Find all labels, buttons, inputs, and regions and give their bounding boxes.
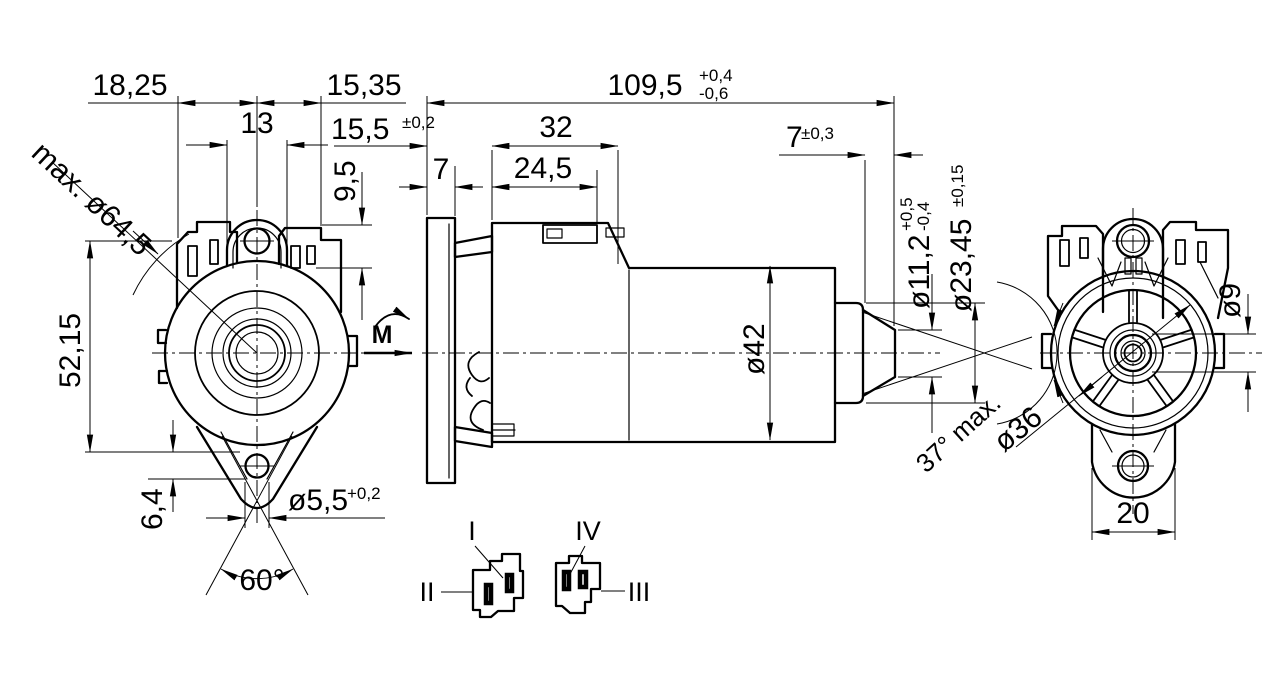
connector-plug-left	[471, 552, 525, 619]
dim-hole-dia-label: ø5,5	[288, 484, 348, 517]
front-housing-outline	[163, 259, 351, 447]
angle-60-arc	[220, 568, 294, 581]
dim-length-tol-plus: +0,4	[699, 66, 733, 85]
rear-bottom-hole	[1116, 449, 1150, 483]
rear-bottom-tab	[1090, 422, 1177, 499]
dim-9-5-label: 9,5	[329, 160, 362, 202]
bearing-boss	[833, 301, 865, 405]
rear-face-plate	[1068, 288, 1198, 418]
terminal-4-pin	[561, 569, 572, 592]
dim-bore-dia-label: ø9	[1214, 283, 1247, 318]
rear-top-ear	[1101, 217, 1165, 278]
housing-nubs	[156, 328, 359, 385]
rear-right-connector	[1161, 220, 1230, 320]
rear-left-connector	[1046, 224, 1105, 314]
terminal-4-label: IV	[575, 516, 601, 546]
front-top-ear	[225, 218, 289, 268]
lower-bracket	[453, 425, 494, 449]
terminal-3-label: III	[628, 577, 651, 607]
dim-hole-tol-label: +0,2	[347, 484, 381, 503]
angle-37-lines	[861, 311, 1033, 395]
spoke	[1128, 290, 1138, 323]
dim-15-5-tol: ±0,2	[402, 113, 435, 132]
mounting-flange	[425, 216, 457, 485]
front-left-connector	[175, 220, 239, 310]
dim-boss-dia-label: ø23,45	[945, 219, 978, 312]
dim-13-label: 13	[240, 107, 273, 140]
connector-plug-right	[554, 554, 602, 615]
dim-length-label: 109,5	[607, 69, 682, 102]
terminal-2-pin	[483, 582, 494, 606]
front-view: 18,25 15,35 13 9,5 max. ø64,5 52,15 6,4 …	[25, 69, 406, 597]
rear-top-hole	[1115, 223, 1151, 259]
shaft-taper	[861, 308, 897, 398]
front-right-connector	[277, 226, 343, 314]
connector-opening	[542, 224, 598, 244]
side-view: M 109,5 +0,4 -0,6 15,5 ±0,2 32 7 24,5 7 …	[331, 66, 1064, 485]
connector-detail: I II IV III	[419, 516, 651, 619]
upper-bracket	[453, 234, 494, 259]
dim-shaft-tip-dia-label: ø11,2	[903, 235, 936, 310]
dim-52-15-label: 52,15	[54, 313, 87, 388]
front-top-hole	[243, 227, 271, 255]
dim-angle-60-label: 60°	[239, 564, 284, 597]
dim-max-swing-label: max. ø64,5	[25, 136, 157, 262]
dim-shaft-7-label: 7	[786, 121, 803, 154]
dim-24-5-label: 24,5	[514, 152, 572, 185]
angle-60-lines	[205, 435, 309, 596]
torque-label: M	[372, 321, 393, 349]
dim-6-4-label: 6,4	[136, 488, 169, 530]
gear-housing-and-can	[490, 221, 837, 444]
dim-shaft-7-tol: ±0,3	[801, 124, 834, 143]
dim-tab-width-label: 20	[1116, 497, 1149, 530]
max-swing-arc	[132, 233, 190, 296]
rear-housing-outline	[1049, 269, 1217, 437]
spring-clip	[465, 351, 491, 431]
rear-center-bore	[1123, 343, 1143, 363]
dim-15-35-label: 15,35	[326, 69, 401, 102]
rear-view: ø9 ø36 20	[988, 208, 1262, 540]
terminal-1-label: I	[468, 516, 476, 546]
dim-32-label: 32	[539, 111, 572, 144]
angle-37-arc	[996, 281, 1058, 425]
rear-bore-boss	[1113, 333, 1153, 373]
dim-body-dia-label: ø42	[738, 323, 771, 375]
front-bottom-tab	[195, 425, 319, 510]
dim-18-25-label: 18,25	[92, 69, 167, 102]
dim-shaft-tip-tol-minus: -0,4	[914, 202, 933, 231]
dim-shaft-tip-tol-plus: +0,5	[897, 197, 916, 231]
terminal-1-pin	[504, 572, 515, 594]
dim-15-5-label: 15,5	[331, 113, 389, 146]
face-dia-leader	[1015, 304, 1191, 448]
torque-rotation-arrow	[374, 306, 410, 328]
dim-flange-7-label: 7	[433, 153, 450, 186]
terminal-2-label: II	[419, 577, 434, 607]
front-bottom-hole	[244, 453, 270, 479]
terminal-3-pin	[577, 569, 589, 590]
dim-length-tol-minus: -0,6	[699, 84, 728, 103]
dim-boss-tol: ±0,15	[948, 165, 967, 207]
